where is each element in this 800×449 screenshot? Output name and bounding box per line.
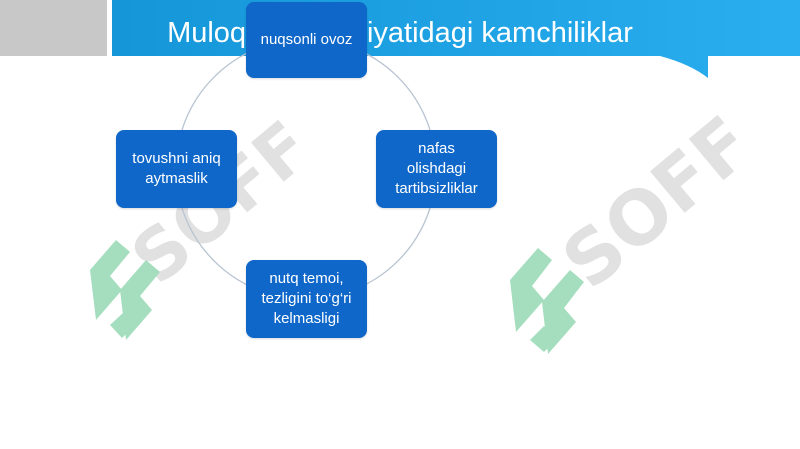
slide-title: Muloqot madaniyatidagi kamchiliklar [167, 17, 633, 49]
header-separator [107, 0, 112, 56]
watermark-logo-right: SOFF [510, 100, 760, 354]
cycle-node-right: nafas olishdagi tartibsizliklar [376, 130, 497, 208]
cycle-node-bottom-label: nutq temoi, tezligini to‘g‘ri kelmasligi [261, 270, 352, 327]
header-gray-block [0, 0, 107, 56]
cycle-node-bottom: nutq temoi, tezligini to‘g‘ri kelmasligi [246, 260, 367, 338]
cycle-node-left-label: tovushni aniq aytmaslik [132, 150, 221, 187]
cycle-node-top-label: nuqsonli ovoz [260, 31, 353, 48]
cycle-node-top: nuqsonli ovoz [246, 2, 367, 78]
cycle-node-left: tovushni aniq aytmaslik [116, 130, 237, 208]
cycle-node-right-label: nafas olishdagi tartibsizliklar [395, 140, 478, 197]
